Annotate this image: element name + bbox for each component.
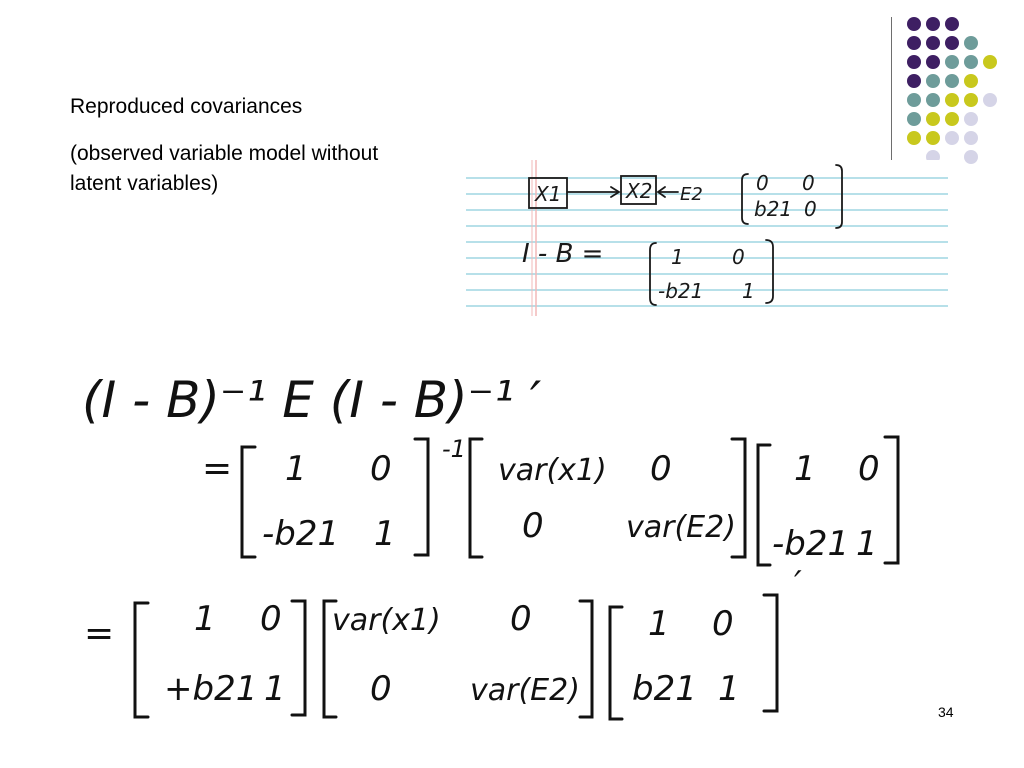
matrix-ib-cell: 1: [671, 245, 684, 269]
eq3-m3-cell: 1: [648, 604, 670, 644]
decorative-dot: [945, 17, 959, 31]
eq3-m3-cell: b21: [632, 669, 697, 709]
decorative-dot: [926, 55, 940, 69]
matrix-b-cell: b21: [754, 197, 792, 221]
decorative-dot: [926, 93, 940, 107]
decorative-dot: [983, 93, 997, 107]
decorative-dot: [907, 131, 921, 145]
matrix-b-cell: 0: [756, 171, 769, 195]
matrix-b-cell: 0: [802, 171, 815, 195]
eq2-m3-cell: 1: [794, 449, 816, 489]
decorative-dot: [945, 55, 959, 69]
decorative-dot: [945, 74, 959, 88]
transpose-mark: ′: [794, 564, 802, 604]
decorative-dot: [926, 36, 940, 50]
eq2-m2-cell: var(x1): [498, 453, 607, 488]
eq3-m2-cell: 0: [510, 599, 532, 639]
eq2-m2-cell: var(E2): [626, 510, 736, 545]
decorative-dot-grid: [900, 10, 1020, 170]
decorative-dot: [907, 17, 921, 31]
decorative-dot: [907, 55, 921, 69]
eq3-m1-cell: 1: [194, 599, 216, 639]
node-x2-label: X2: [625, 179, 652, 203]
i-minus-b-label: I - B =: [522, 239, 603, 269]
equals-sign: =: [202, 448, 232, 489]
slide-title: Reproduced covariances: [70, 95, 303, 118]
eq3-m2-cell: 0: [370, 669, 392, 709]
eq2-m2-cell: 0: [522, 506, 544, 546]
eq3-m3-cell: 0: [712, 604, 734, 644]
decorative-dot: [945, 36, 959, 50]
decorative-dot: [907, 93, 921, 107]
eq2-m2-cell: 0: [650, 449, 672, 489]
eq2-m3-cell: 0: [858, 449, 880, 489]
eq3-m1-cell: 1: [264, 669, 286, 709]
decorative-dot: [964, 36, 978, 50]
matrix-b-cell: 0: [804, 197, 817, 221]
decorative-dot: [983, 55, 997, 69]
decorative-dot: [926, 74, 940, 88]
matrix-brackets: [133, 435, 900, 721]
decorative-dot: [945, 112, 959, 126]
node-x1-label: X1: [534, 182, 561, 206]
inverse-exponent: -1: [442, 435, 466, 463]
decorative-dot: [964, 112, 978, 126]
eq2-m3-cell: 1: [856, 524, 878, 564]
slide-subtitle-line-2: latent variables): [70, 172, 219, 195]
decorative-dot: [945, 131, 959, 145]
eq3-m2-cell: var(x1): [332, 603, 441, 638]
decorative-dot: [945, 93, 959, 107]
eq3-m2-cell: var(E2): [470, 673, 580, 708]
decorative-dot: [907, 74, 921, 88]
decorative-dot: [964, 93, 978, 107]
eq2-m1-cell: 1: [285, 449, 307, 489]
eq2-m3-cell: -b21: [772, 524, 849, 564]
decorative-dot: [926, 17, 940, 31]
eq3-m3-cell: 1: [718, 669, 740, 709]
decorative-dot: [926, 112, 940, 126]
matrix-ib-cell: 1: [742, 279, 755, 303]
eq2-m1-cell: 0: [370, 449, 392, 489]
derivation-line-1: (I - B)⁻¹ E (I - B)⁻¹ ′: [82, 371, 542, 429]
decorative-dot: [926, 131, 940, 145]
handwritten-derivation: (I - B)⁻¹ E (I - B)⁻¹ ′ = 1 0 -b21 1 -1 …: [82, 371, 900, 721]
decorative-dot: [907, 36, 921, 50]
decorative-dot: [964, 74, 978, 88]
decorative-dot: [964, 150, 978, 164]
eq3-m1-cell: +b21: [164, 669, 257, 709]
decorative-dot: [964, 55, 978, 69]
eq2-m1-cell: 1: [374, 514, 396, 554]
slide-subtitle-line-1: (observed variable model without: [70, 142, 379, 165]
matrix-ib-cell: 0: [732, 245, 745, 269]
matrix-ib-cell: -b21: [658, 279, 703, 303]
equals-sign: =: [84, 613, 114, 654]
eq2-m1-cell: -b21: [262, 514, 339, 554]
error-e2-label: E2: [680, 184, 703, 205]
eq3-m1-cell: 0: [260, 599, 282, 639]
decorative-dot: [964, 131, 978, 145]
divider-line: [891, 17, 892, 160]
decorative-dot: [907, 112, 921, 126]
notebook-diagram-image: X1 X2 E2 0 0 b21 0 I - B = 1 0 -b21 1: [466, 160, 948, 316]
page-number: 34: [938, 704, 954, 720]
